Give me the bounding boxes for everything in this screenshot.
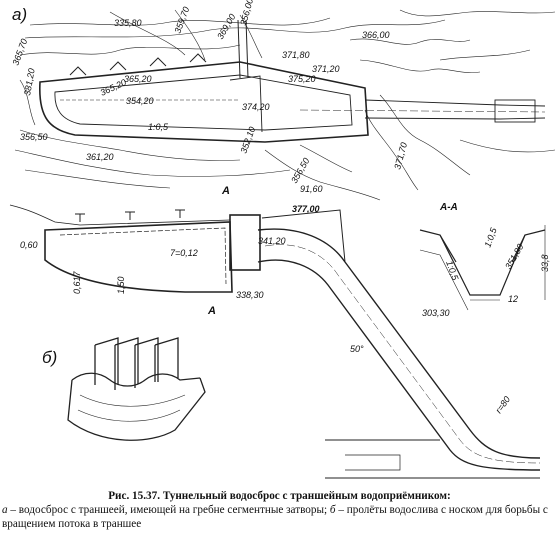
section-elevation: 351,80	[503, 242, 525, 271]
plan-contour-12: 365,20	[124, 74, 152, 84]
longitudinal-profile	[9, 204, 546, 479]
plan-contour-18: 371,70	[392, 141, 409, 170]
plan-contour-5: 365,70	[10, 37, 29, 66]
topographic-contours	[14, 9, 556, 201]
profile-gates	[75, 209, 185, 222]
plan-contour-14: 356,50	[20, 132, 48, 142]
section-slope-1: 1:0,5	[444, 259, 461, 282]
elev-2: 341,20	[258, 236, 286, 246]
ground-line	[9, 204, 231, 226]
plan-contour-13: 354,20	[126, 96, 154, 106]
profile-angle: 50°	[350, 344, 364, 354]
dim-1: 1,50	[116, 276, 126, 294]
plan-part-label: а)	[12, 5, 27, 24]
section-mark-top: А	[221, 185, 230, 197]
plan-contour-9: 375,20	[288, 74, 316, 84]
weir-detail	[67, 337, 206, 441]
elev-4: 303,30	[422, 308, 450, 318]
plan-contour-7: 381,20	[22, 67, 37, 96]
trench-channel	[44, 221, 233, 293]
access-road	[237, 19, 249, 79]
tunnel-profile	[257, 209, 541, 471]
section-slope-0: 1:0,5	[482, 226, 499, 249]
caption-a-text: – водосброс с траншеей, имеющей на гребн…	[7, 504, 330, 516]
elev-3: 338,30	[236, 290, 264, 300]
plan-slope: 1:0,5	[148, 122, 169, 132]
section-dim-1: 12	[508, 294, 518, 304]
plan-contour-3: 366,00	[362, 30, 390, 40]
detail-part-label: б)	[42, 348, 57, 367]
plan-contour-15: 361,20	[86, 152, 114, 162]
caption-b-label: б	[329, 504, 336, 516]
plan-contour-4: 371,80	[282, 50, 310, 60]
profile-slope: 7=0,12	[170, 248, 198, 258]
section-mark-bottom: А	[207, 305, 216, 317]
outlet-portal	[325, 439, 540, 479]
section-dim-0: 33,8	[540, 254, 550, 272]
intake-block	[229, 214, 261, 271]
caption-body: а – водосброс с траншеей, имеющей на гре…	[0, 503, 559, 531]
caption-title: Рис. 15.37. Туннельный водосброс с транш…	[108, 490, 451, 502]
plan-contour-2: 356,00	[238, 0, 255, 27]
profile-radius: r=80	[493, 394, 512, 415]
tunnel-axis	[299, 99, 546, 123]
elev-5: 91,60	[300, 184, 323, 194]
plan-contour-8: 371,20	[312, 64, 340, 74]
caption-a-label: а	[2, 504, 8, 516]
plan-contour-0: 335,80	[114, 18, 142, 28]
caption-b-text: – пролёты водослива с носком для борьбы …	[2, 504, 548, 530]
elev-0: 0,60	[20, 240, 38, 250]
cross-section	[419, 225, 546, 311]
dim-0: 0,617	[72, 270, 82, 294]
plan-contour-1: 359,70	[172, 5, 191, 34]
crest-gates	[69, 53, 207, 76]
figure-drawing: а) б) 335,80 359,70 356,00 366,00 371,80…	[9, 0, 556, 479]
plan-contour-6: 369,00	[215, 12, 237, 41]
plan-contour-16: 356,50	[289, 156, 311, 185]
elev-1: 377,00	[292, 204, 320, 214]
section-title: А-А	[439, 202, 458, 213]
figure-caption: Рис. 15.37. Туннельный водосброс с транш…	[0, 489, 559, 531]
plan-view	[14, 9, 556, 201]
trench-outline	[39, 61, 369, 143]
plan-contour-17: 352,10	[238, 125, 257, 154]
plan-contour-10: 374,20	[242, 102, 270, 112]
